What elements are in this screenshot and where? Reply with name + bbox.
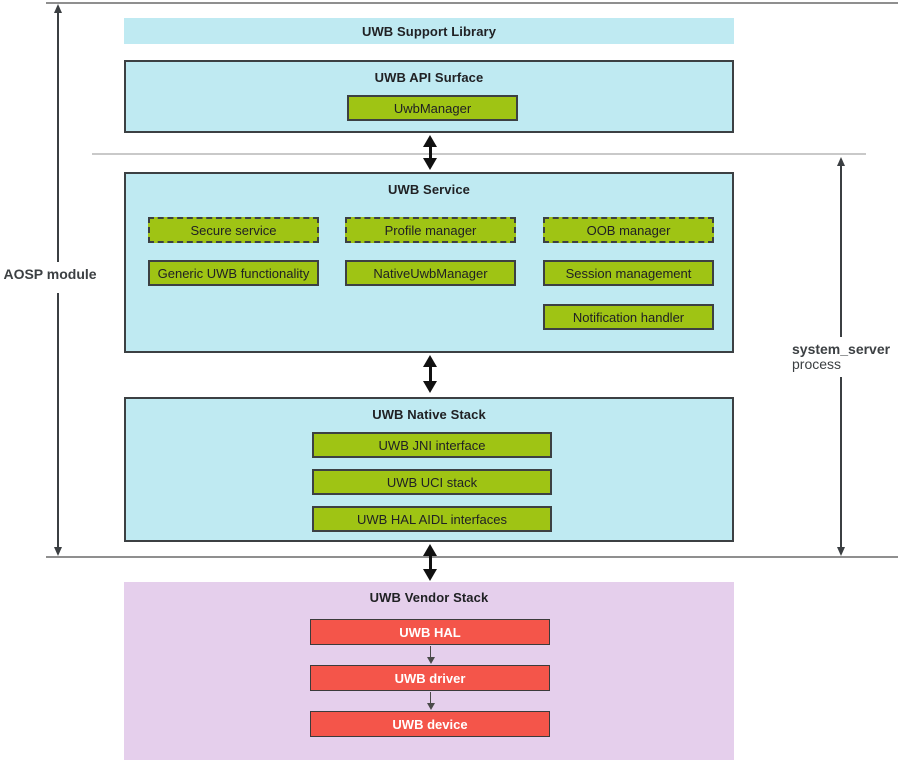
process-label: process [792, 356, 842, 372]
arrowhead-down-icon [53, 547, 62, 556]
bidirectional-arrow-service-native [423, 355, 437, 393]
system-server-label-bold: system_server [792, 341, 891, 357]
chip-session-management: Session management [543, 260, 714, 286]
chip-secure-service: Secure service [148, 217, 319, 243]
arrowhead-up-icon [423, 355, 437, 367]
arrowhead-down-icon [423, 158, 437, 170]
arrowhead-down-icon [423, 569, 437, 581]
arrow-line [429, 646, 432, 659]
layer-title: UWB API Surface [374, 70, 484, 85]
arrowhead-down-icon [426, 657, 435, 664]
layer-title: UWB Vendor Stack [369, 590, 489, 605]
arrowhead-down-icon [423, 381, 437, 393]
chip-uwbmanager: UwbManager [347, 95, 518, 121]
chip-uwb-hal-aidl-interfaces: UWB HAL AIDL interfaces [312, 506, 552, 532]
arrowhead-up-icon [836, 157, 845, 166]
system-server-span-arrow [836, 157, 846, 556]
bidirectional-arrow-api-service [423, 135, 437, 170]
chip-profile-manager: Profile manager [345, 217, 516, 243]
chip-uwb-driver: UWB driver [310, 665, 550, 691]
layer-api-surface: UWB API Surface UwbManager [124, 60, 734, 133]
arrow-hal-to-driver [426, 646, 435, 664]
arrow-line [428, 553, 432, 572]
arrowhead-up-icon [423, 544, 437, 556]
chip-oob-manager: OOB manager [543, 217, 714, 243]
boundary-line-middle [92, 153, 866, 155]
arrow-line [840, 377, 842, 547]
arrowhead-up-icon [423, 135, 437, 147]
arrow-driver-to-device [426, 692, 435, 710]
chip-uwb-uci-stack: UWB UCI stack [312, 469, 552, 495]
layer-native-stack: UWB Native Stack UWB JNI interface UWB U… [124, 397, 734, 542]
arrow-line [57, 293, 59, 548]
arrowhead-down-icon [836, 547, 845, 556]
boundary-line-top [46, 2, 898, 4]
arrowhead-up-icon [53, 4, 62, 13]
system-server-process-label: system_server process [792, 342, 890, 372]
bidirectional-arrow-native-vendor [423, 544, 437, 581]
chip-notification-handler: Notification handler [543, 304, 714, 330]
chip-uwb-jni-interface: UWB JNI interface [312, 432, 552, 458]
arrow-line [57, 12, 59, 262]
aosp-module-label: AOSP module [3, 266, 97, 282]
arrow-line [840, 165, 842, 337]
arrow-line [429, 692, 432, 705]
chip-nativeuwbmanager: NativeUwbManager [345, 260, 516, 286]
layer-title: UWB Service [387, 182, 471, 197]
layer-uwb-service: UWB Service Secure service Profile manag… [124, 172, 734, 353]
layer-title: UWB Native Stack [372, 407, 486, 422]
arrow-line [428, 144, 432, 161]
aosp-module-span-arrow [53, 4, 63, 556]
chip-uwb-hal: UWB HAL [310, 619, 550, 645]
arrow-line [428, 364, 432, 384]
chip-uwb-device: UWB device [310, 711, 550, 737]
layer-title: UWB Support Library [361, 23, 497, 39]
layer-vendor-stack: UWB Vendor Stack UWB HAL UWB driver UWB … [124, 582, 734, 760]
arrowhead-down-icon [426, 703, 435, 710]
chip-generic-uwb-functionality: Generic UWB functionality [148, 260, 319, 286]
layer-support-library: UWB Support Library [124, 18, 734, 44]
boundary-line-bottom [46, 556, 898, 558]
